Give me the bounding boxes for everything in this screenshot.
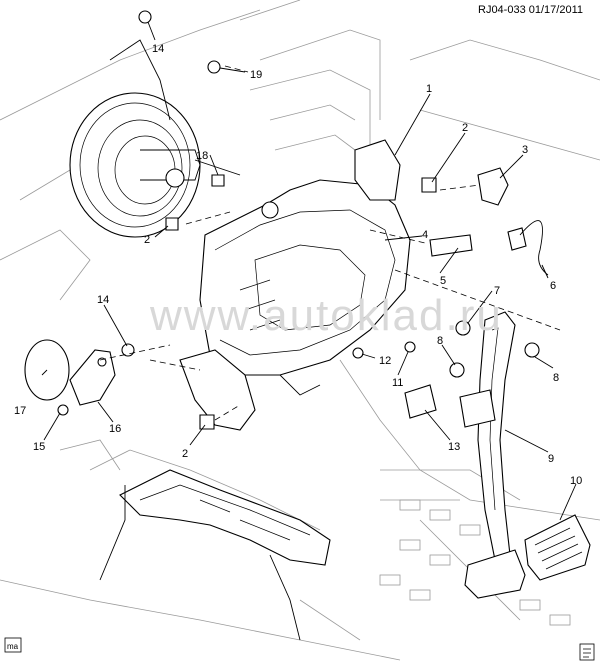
callout-10: 10	[570, 475, 582, 487]
pedal-cover-and-bracket	[24, 339, 135, 406]
bushing-8-right	[524, 342, 540, 358]
nut-12	[352, 347, 364, 359]
sensor-3	[477, 167, 509, 206]
callout-4: 4	[422, 229, 428, 241]
bolt-2-bottom	[199, 414, 215, 430]
document-corner-icon	[579, 643, 595, 661]
callout-17: 17	[14, 405, 26, 417]
fasteners	[57, 10, 549, 430]
brake-booster	[69, 39, 241, 238]
bolt-19	[207, 60, 221, 74]
callout-7: 7	[494, 285, 500, 297]
bolt-2-left	[165, 217, 179, 231]
bushing-8-left	[449, 362, 465, 378]
callout-14-top: 14	[152, 43, 164, 55]
callout-labels: 1 2 2 2 3 4 5 6 7 8 8 9 10 11 12 13 14 1…	[14, 43, 582, 487]
callout-18: 18	[196, 150, 208, 162]
callout-2-left: 2	[144, 234, 150, 246]
switch-13	[404, 384, 437, 419]
pin-5	[429, 234, 473, 257]
pedal-bracket-assembly	[179, 139, 411, 431]
callout-11: 11	[392, 377, 403, 389]
floor-cross-brace	[99, 469, 331, 641]
callout-5: 5	[440, 275, 446, 287]
callout-14-left: 14	[97, 294, 109, 306]
nut-11	[404, 341, 416, 353]
callout-2-top: 2	[462, 122, 468, 134]
bushing-7	[455, 320, 471, 336]
watermark-text: www.autoklad.ru	[149, 291, 503, 340]
callout-6: 6	[550, 280, 556, 292]
footer-code: ma	[7, 642, 19, 651]
bolt-15	[57, 404, 69, 416]
callout-2-bottom: 2	[182, 448, 188, 460]
callout-3: 3	[522, 144, 528, 156]
callout-15: 15	[33, 441, 45, 453]
pedal-pad	[524, 514, 591, 581]
brake-pedal-arm	[464, 311, 526, 599]
footer-code-box	[4, 637, 22, 653]
bolt-2-top	[421, 177, 437, 193]
callout-9: 9	[548, 453, 554, 465]
callout-8-right: 8	[553, 372, 559, 384]
alignment-lines	[99, 65, 561, 421]
callout-19: 19	[250, 69, 262, 81]
bolt-18	[211, 174, 225, 187]
callout-13: 13	[448, 441, 460, 453]
callout-1: 1	[426, 83, 432, 95]
nut-14-top	[138, 10, 152, 24]
callout-leaders	[41, 21, 577, 521]
callout-8-left: 8	[437, 335, 443, 347]
callout-16: 16	[109, 423, 121, 435]
callout-12: 12	[379, 355, 391, 367]
diagram-reference: RJ04-033 01/17/2011	[478, 4, 583, 16]
